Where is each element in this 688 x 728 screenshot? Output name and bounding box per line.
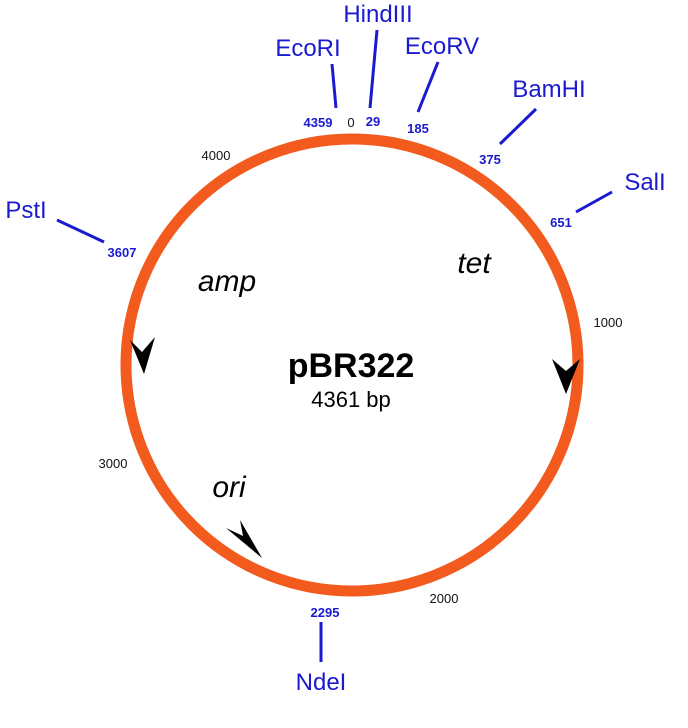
psti-site-line [56, 218, 105, 244]
scale-label-1000: 1000 [594, 315, 623, 330]
hindiii-site-line [368, 29, 379, 109]
psti-label: PstI [5, 197, 46, 224]
ori-direction-arrow-icon [226, 520, 262, 558]
tet-gene-label: tet [457, 247, 492, 280]
scale-label-2000: 2000 [430, 591, 459, 606]
plasmid-name: pBR322 [288, 347, 415, 385]
ori-gene-label: ori [212, 471, 247, 504]
hindiii-label: HindIII [343, 1, 412, 28]
plasmid-ring [120, 133, 584, 597]
ecori-label: EcoRI [275, 35, 340, 62]
tet-direction-arrow-icon [552, 359, 580, 394]
ecorv-site-line [416, 61, 440, 113]
scale-label-4000: 4000 [202, 148, 231, 163]
ecorv-position: 185 [407, 121, 429, 136]
bamhi-position: 375 [479, 152, 501, 167]
plasmid-size: 4361 bp [311, 387, 391, 412]
bamhi-site-line [498, 107, 538, 146]
sali-label: SalI [624, 169, 665, 196]
ndei-position: 2295 [311, 605, 340, 620]
psti-position: 3607 [108, 245, 137, 260]
scale-label-3000: 3000 [99, 456, 128, 471]
ndei-label: NdeI [296, 669, 347, 696]
scale-label-0: 0 [347, 115, 354, 130]
hindiii-position: 29 [366, 114, 380, 129]
ecori-site-line [330, 63, 338, 109]
amp-gene-label: amp [198, 265, 256, 298]
ecori-position: 4359 [304, 115, 333, 130]
sali-site-line [575, 190, 613, 214]
ecorv-label: EcoRV [405, 33, 479, 60]
bamhi-label: BamHI [512, 76, 585, 103]
amp-direction-arrow-icon [130, 337, 155, 374]
sali-position: 651 [550, 215, 572, 230]
